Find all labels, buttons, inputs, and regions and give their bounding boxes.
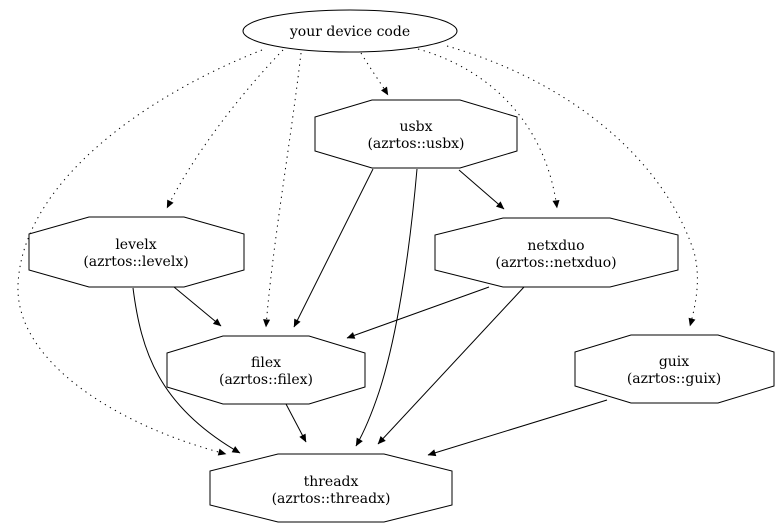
edge-usbx-to-filex bbox=[293, 168, 374, 328]
node-usbx: usbx (azrtos::usbx) bbox=[314, 99, 518, 169]
guix-octagon bbox=[574, 334, 775, 404]
edge-usbx-to-threadx bbox=[355, 168, 418, 447]
usbx-label: usbx bbox=[399, 119, 432, 135]
levelx-octagon bbox=[28, 216, 245, 288]
netxduo-label: netxduo bbox=[527, 238, 584, 254]
node-guix: guix (azrtos::guix) bbox=[574, 334, 775, 404]
edge-filex-to-threadx bbox=[285, 403, 307, 443]
edge-device-code-to-netxduo bbox=[417, 48, 560, 209]
node-netxduo: netxduo (azrtos::netxduo) bbox=[434, 217, 679, 288]
edge-levelx-to-threadx bbox=[132, 287, 241, 454]
threadx-label: threadx bbox=[304, 474, 359, 490]
filex-sublabel: (azrtos::filex) bbox=[219, 372, 313, 388]
edge-device-code-to-filex bbox=[263, 52, 302, 328]
threadx-sublabel: (azrtos::threadx) bbox=[272, 491, 391, 507]
node-threadx: threadx (azrtos::threadx) bbox=[209, 453, 453, 523]
edge-netxduo-to-filex bbox=[346, 286, 490, 339]
edge-device-code-to-levelx bbox=[166, 49, 284, 209]
device-code-ellipse bbox=[242, 9, 458, 53]
netxduo-sublabel: (azrtos::netxduo) bbox=[495, 255, 616, 271]
levelx-label: levelx bbox=[115, 237, 156, 253]
edge-device-code-to-usbx bbox=[360, 52, 389, 96]
edge-levelx-to-filex bbox=[173, 286, 222, 327]
node-device-code: your device code bbox=[242, 9, 458, 53]
usbx-octagon bbox=[314, 99, 518, 169]
guix-sublabel: (azrtos::guix) bbox=[627, 371, 721, 387]
node-filex: filex (azrtos::filex) bbox=[166, 335, 366, 405]
node-levelx: levelx (azrtos::levelx) bbox=[28, 216, 245, 288]
usbx-sublabel: (azrtos::usbx) bbox=[367, 136, 464, 152]
filex-label: filex bbox=[251, 355, 281, 371]
netxduo-octagon bbox=[434, 217, 679, 288]
edge-guix-to-threadx bbox=[427, 399, 608, 457]
edge-device-code-to-guix bbox=[446, 45, 698, 327]
edge-group bbox=[17, 45, 698, 457]
edge-usbx-to-netxduo bbox=[458, 169, 505, 210]
guix-label: guix bbox=[659, 354, 689, 370]
levelx-sublabel: (azrtos::levelx) bbox=[83, 254, 188, 270]
edge-netxduo-to-threadx bbox=[377, 286, 525, 445]
device-code-label: your device code bbox=[289, 24, 410, 40]
threadx-octagon bbox=[209, 453, 453, 523]
filex-octagon bbox=[166, 335, 366, 405]
